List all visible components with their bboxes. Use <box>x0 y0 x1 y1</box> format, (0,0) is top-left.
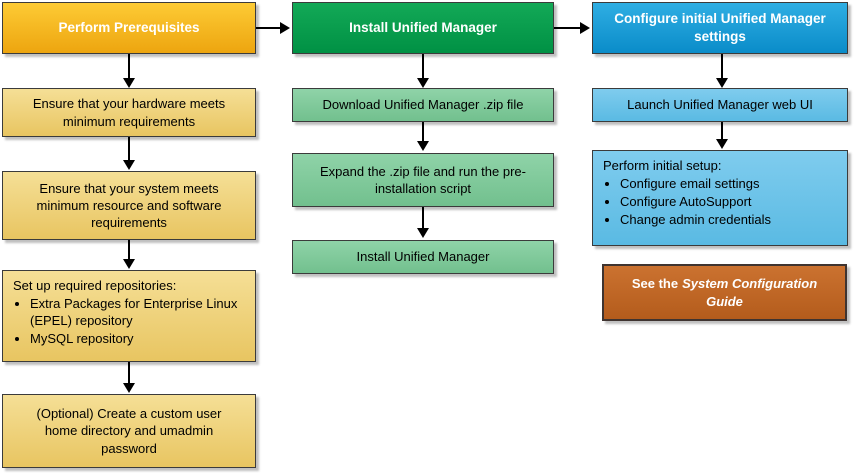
arrow-right <box>554 27 581 29</box>
step-hardware-requirements: Ensure that your hardware meets minimum … <box>2 88 256 137</box>
arrow-down <box>128 137 130 161</box>
arrow-down-head <box>417 228 429 238</box>
arrow-down <box>128 362 130 384</box>
arrow-down-head <box>123 160 135 170</box>
arrow-right-head <box>280 22 290 34</box>
repositories-bullet-list: Extra Packages for Enterprise Linux (EPE… <box>13 295 245 347</box>
arrow-down <box>128 54 130 79</box>
arrow-down-head <box>123 383 135 393</box>
initial-setup-bullet-list: Configure email settings Configure AutoS… <box>603 175 837 228</box>
arrow-down <box>422 207 424 229</box>
header-perform-prerequisites: Perform Prerequisites <box>2 2 256 54</box>
step-launch-web-ui: Launch Unified Manager web UI <box>592 88 848 122</box>
arrow-down-head <box>123 78 135 88</box>
arrow-down <box>721 54 723 79</box>
arrow-down <box>422 122 424 142</box>
bullet-item: MySQL repository <box>30 330 245 347</box>
arrow-down <box>128 240 130 260</box>
step-install-unified-manager: Install Unified Manager <box>292 240 554 274</box>
bullet-item: Configure email settings <box>620 175 837 192</box>
step-setup-repositories: Set up required repositories: Extra Pack… <box>2 270 256 362</box>
arrow-down-head <box>123 259 135 269</box>
step-expand-zip: Expand the .zip file and run the pre-ins… <box>292 153 554 207</box>
step-perform-initial-setup: Perform initial setup: Configure email s… <box>592 150 848 246</box>
bullet-item: Change admin credentials <box>620 211 837 228</box>
bullet-item: Configure AutoSupport <box>620 193 837 210</box>
arrow-down-head <box>716 78 728 88</box>
step-optional-home-directory: (Optional) Create a custom user home dir… <box>2 394 256 468</box>
arrow-down-head <box>417 78 429 88</box>
arrow-right-head <box>580 22 590 34</box>
arrow-down-head <box>417 141 429 151</box>
arrow-right <box>256 27 281 29</box>
bullet-item: Extra Packages for Enterprise Linux (EPE… <box>30 295 245 329</box>
header-install-unified-manager: Install Unified Manager <box>292 2 554 54</box>
arrow-down <box>721 122 723 140</box>
step-title: Perform initial setup: <box>603 158 722 173</box>
step-title: Set up required repositories: <box>13 278 177 293</box>
arrow-down <box>422 54 424 79</box>
arrow-down-head <box>716 139 728 149</box>
header-configure-initial-settings: Configure initial Unified Manager settin… <box>592 2 848 54</box>
step-download-zip: Download Unified Manager .zip file <box>292 88 554 122</box>
step-system-requirements: Ensure that your system meets minimum re… <box>2 171 256 240</box>
